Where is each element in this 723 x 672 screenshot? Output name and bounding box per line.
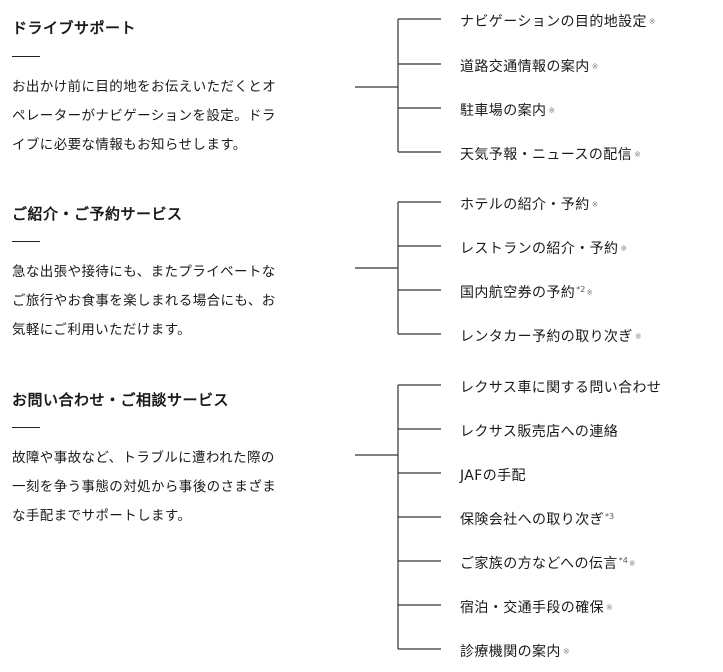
item-note: *2 bbox=[576, 285, 586, 294]
service-item: 国内航空券の予約*2※ bbox=[460, 281, 593, 302]
service-item: ホテルの紹介・予約※ bbox=[460, 193, 599, 214]
service-item: 保険会社への取り次ぎ*3 bbox=[460, 508, 615, 529]
item-label: ナビゲーションの目的地設定 bbox=[460, 14, 647, 30]
description-line: 一刻を争う事態の対処から事後のさまざま bbox=[12, 479, 277, 495]
description-line: ご旅行やお食事を楽しまれる場合にも、お bbox=[12, 293, 276, 309]
section-title-inquiry-service: お問い合わせ・ご相談サービス bbox=[12, 391, 230, 409]
description-line: ペレーターがナビゲーションを設定。ドラ bbox=[12, 108, 276, 124]
description-line: イブに必要な情報もお知らせします。 bbox=[12, 137, 247, 153]
item-label: レクサス車に関する問い合わせ bbox=[460, 380, 662, 396]
item-note: *3 bbox=[605, 512, 615, 521]
description-line: 気軽にご利用いただけます。 bbox=[12, 322, 192, 338]
item-label: JAFの手配 bbox=[460, 468, 526, 484]
service-item: ナビゲーションの目的地設定※ bbox=[460, 10, 656, 31]
service-item: レンタカー予約の取り次ぎ※ bbox=[460, 325, 642, 346]
item-label: 国内航空券の予約 bbox=[460, 285, 576, 301]
section-title-reservation-service: ご紹介・ご予約サービス bbox=[12, 205, 183, 223]
item-label: 診療機関の案内 bbox=[460, 644, 561, 660]
item-label: 保険会社への取り次ぎ bbox=[460, 512, 604, 528]
item-mark: ※ bbox=[562, 647, 570, 656]
section-description-drive-support: お出かけ前に目的地をお伝えいただくとオ ペレーターがナビゲーションを設定。ドラ … bbox=[12, 73, 342, 160]
item-label: ホテルの紹介・予約 bbox=[460, 197, 590, 213]
item-label: 駐車場の案内 bbox=[460, 103, 547, 119]
item-mark: ※ bbox=[620, 244, 628, 253]
section-description-inquiry-service: 故障や事故など、トラブルに遭われた際の 一刻を争う事態の対処から事後のさまざま … bbox=[12, 444, 342, 531]
description-line: お出かけ前に目的地をお伝えいただくとオ bbox=[12, 79, 277, 95]
section-description-reservation-service: 急な出張や接待にも、またプライベートな ご旅行やお食事を楽しまれる場合にも、お … bbox=[12, 258, 342, 345]
item-mark: ※ bbox=[606, 603, 614, 612]
service-item: JAFの手配 bbox=[460, 464, 528, 485]
item-label: 道路交通情報の案内 bbox=[460, 59, 590, 75]
service-item: 道路交通情報の案内※ bbox=[460, 55, 599, 76]
service-item: レクサス車に関する問い合わせ bbox=[460, 376, 663, 397]
section-title-drive-support: ドライブサポート bbox=[12, 19, 137, 37]
description-line: な手配までサポートします。 bbox=[12, 508, 192, 524]
item-mark: ※ bbox=[634, 150, 642, 159]
service-item: 駐車場の案内※ bbox=[460, 99, 556, 120]
description-line: 急な出張や接待にも、またプライベートな bbox=[12, 264, 276, 280]
service-item: ご家族の方などへの伝言*4※ bbox=[460, 552, 636, 573]
service-item: 宿泊・交通手段の確保※ bbox=[460, 596, 613, 617]
item-mark: ※ bbox=[591, 62, 599, 71]
title-underline bbox=[12, 427, 40, 428]
title-underline bbox=[12, 56, 40, 57]
item-label: ご家族の方などへの伝言 bbox=[460, 556, 618, 572]
title-underline bbox=[12, 241, 40, 242]
item-note: *4 bbox=[618, 556, 628, 565]
service-item: 診療機関の案内※ bbox=[460, 640, 570, 661]
item-label: 宿泊・交通手段の確保 bbox=[460, 600, 604, 616]
item-label: レストランの紹介・予約 bbox=[460, 241, 619, 257]
description-line: 故障や事故など、トラブルに遭われた際の bbox=[12, 450, 275, 466]
item-mark: ※ bbox=[586, 288, 594, 297]
item-label: レンタカー予約の取り次ぎ bbox=[460, 329, 633, 345]
item-mark: ※ bbox=[634, 332, 642, 341]
item-label: 天気予報・ニュースの配信 bbox=[460, 147, 633, 163]
item-label: レクサス販売店への連絡 bbox=[460, 424, 619, 440]
service-item: レストランの紹介・予約※ bbox=[460, 237, 628, 258]
item-mark: ※ bbox=[591, 200, 599, 209]
item-mark: ※ bbox=[648, 17, 657, 26]
item-mark: ※ bbox=[548, 106, 556, 115]
service-item: レクサス販売店への連絡 bbox=[460, 420, 620, 441]
item-mark: ※ bbox=[628, 559, 636, 568]
service-item: 天気予報・ニュースの配信※ bbox=[460, 143, 641, 164]
